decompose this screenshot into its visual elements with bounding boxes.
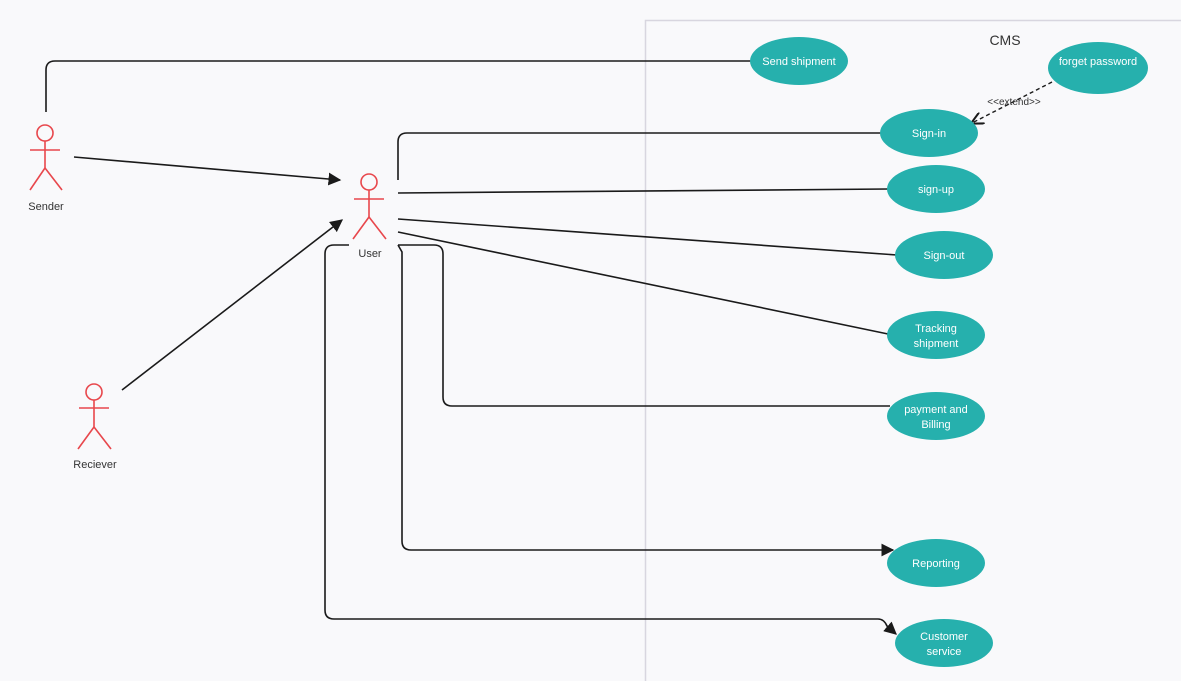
use-case-sign-in-label: Sign-in xyxy=(912,128,946,140)
use-case-send-shipment[interactable]: Send shipment xyxy=(750,37,848,85)
extend-stereotype-label: <<extend>> xyxy=(987,97,1041,108)
user-to-sign-out-connector xyxy=(397,218,898,256)
use-case-customer-label-line2: service xyxy=(927,646,962,658)
use-case-payment-label-line1: payment and xyxy=(904,404,968,416)
use-case-sign-out-label: Sign-out xyxy=(924,250,965,262)
use-case-reporting-label: Reporting xyxy=(912,558,960,570)
user-to-tracking-connector xyxy=(397,231,889,335)
actor-receiver-label: Reciever xyxy=(73,459,117,471)
use-case-payment-billing[interactable]: payment and Billing xyxy=(887,392,985,440)
use-case-payment-label-line2: Billing xyxy=(921,419,950,431)
use-case-sign-up-label: sign-up xyxy=(918,184,954,196)
use-case-sign-up[interactable]: sign-up xyxy=(887,165,985,213)
use-case-customer-label-line1: Customer xyxy=(920,631,968,643)
actor-user-label: User xyxy=(358,248,382,260)
use-case-customer-service[interactable]: Customer service xyxy=(895,619,993,667)
use-case-send-shipment-label: Send shipment xyxy=(762,56,835,68)
user-to-sign-up-connector xyxy=(397,188,889,194)
system-label: CMS xyxy=(989,32,1020,48)
use-case-tracking-label-line1: Tracking xyxy=(915,323,957,335)
user-to-sign-in-connector xyxy=(397,132,882,180)
extend-connector xyxy=(972,81,1053,123)
actor-sender-label: Sender xyxy=(28,201,64,213)
use-case-reporting[interactable]: Reporting xyxy=(887,539,985,587)
actor-receiver: Reciever xyxy=(73,383,117,471)
actor-user: User xyxy=(352,173,387,260)
system-boundary xyxy=(644,19,1181,681)
sender-to-user-generalization xyxy=(73,156,342,186)
user-to-customer-service-connector xyxy=(324,244,897,635)
user-to-reporting-connector xyxy=(397,244,895,557)
use-case-sign-out[interactable]: Sign-out xyxy=(895,231,993,279)
sender-to-send-shipment-connector xyxy=(45,60,752,112)
use-case-forget-password-label: forget password xyxy=(1059,56,1137,68)
actor-sender: Sender xyxy=(28,124,64,213)
user-to-payment-connector xyxy=(398,244,890,407)
use-case-sign-in[interactable]: Sign-in xyxy=(880,109,978,157)
use-case-tracking-shipment[interactable]: Tracking shipment xyxy=(887,311,985,359)
use-case-forget-password[interactable]: forget password xyxy=(1048,42,1148,94)
use-case-tracking-label-line2: shipment xyxy=(914,338,959,350)
receiver-to-user-generalization xyxy=(121,219,344,391)
